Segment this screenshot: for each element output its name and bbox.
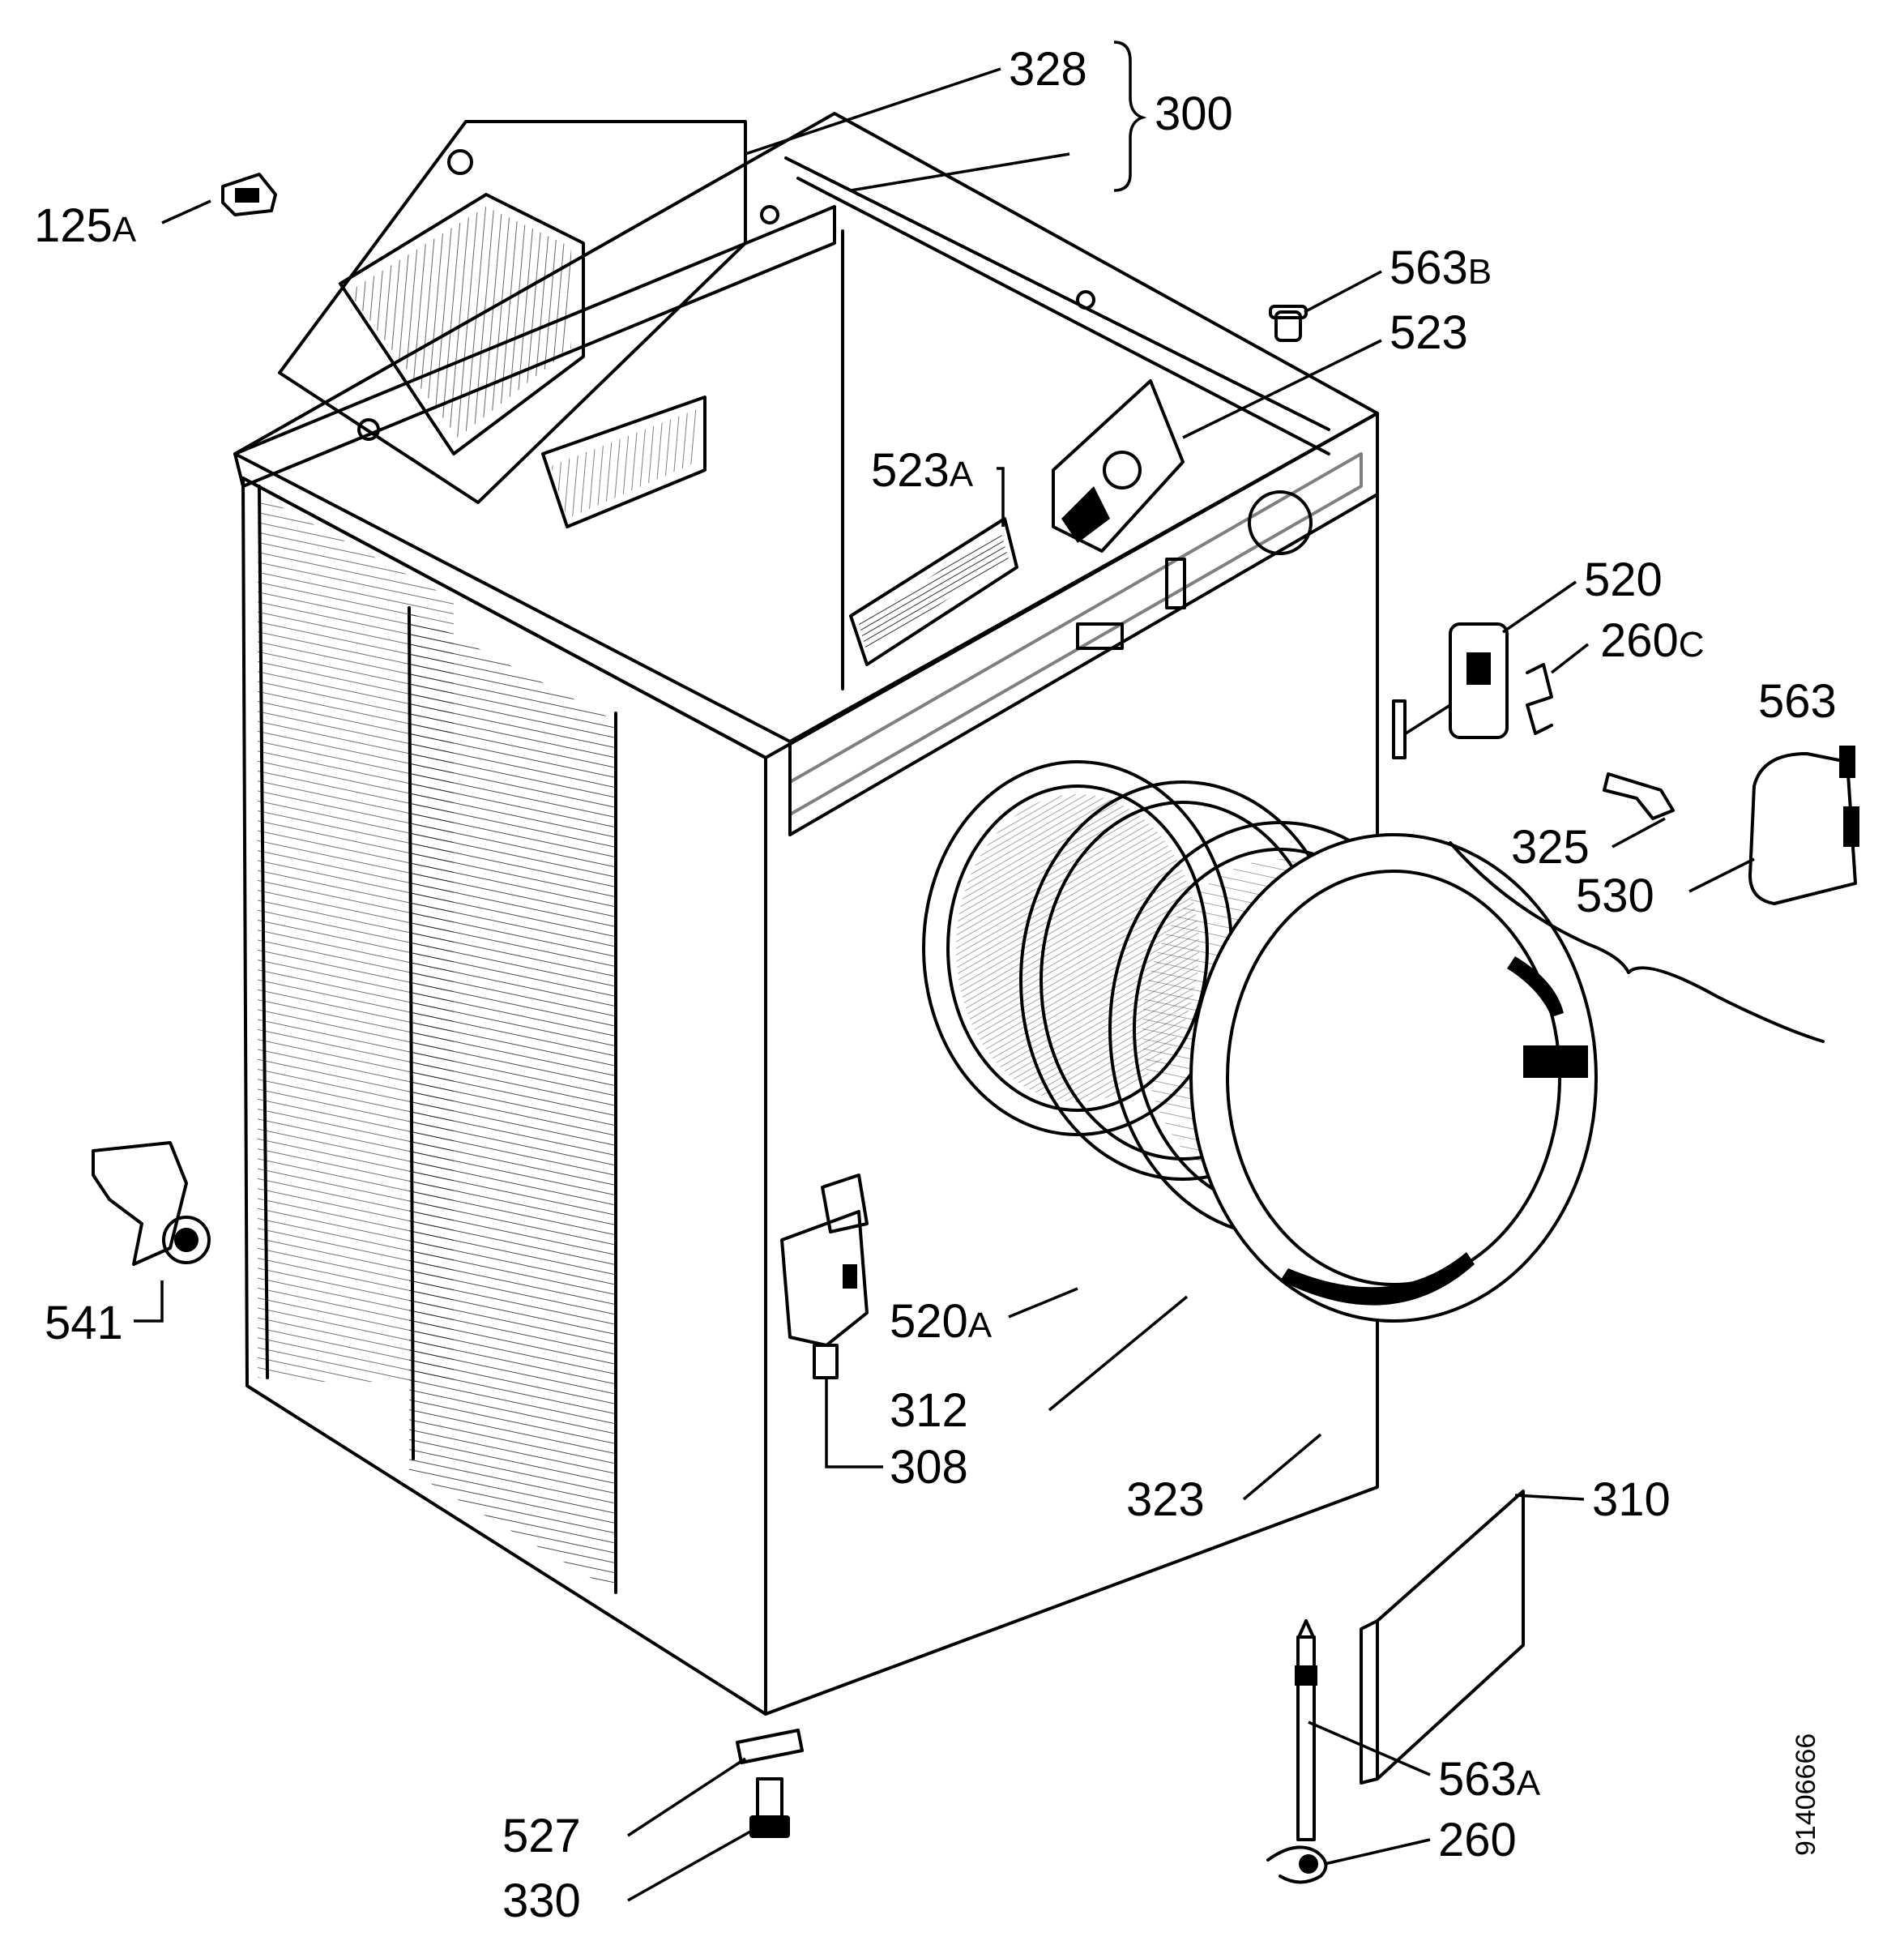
part-563-pin — [1392, 699, 1407, 759]
part-527-foot-nut — [736, 1729, 804, 1764]
part-125a-bracket — [221, 173, 277, 216]
part-541-dispenser-bracket — [92, 1141, 211, 1266]
label-330: 330 — [502, 1874, 581, 1927]
label-527: 527 — [502, 1810, 581, 1862]
part-330-adjustable-foot — [749, 1777, 790, 1838]
label-520: 520 — [1584, 554, 1663, 606]
part-260-spring — [1266, 1845, 1328, 1884]
document-number: 91406666 — [1791, 1733, 1821, 1856]
label-323: 323 — [1126, 1473, 1205, 1526]
label-125a: 125A — [34, 199, 137, 252]
part-260c-spring-clip — [1526, 663, 1553, 735]
label-260c: 260C — [1600, 614, 1705, 667]
label-260: 260 — [1438, 1814, 1517, 1866]
label-523a: 523A — [871, 444, 974, 497]
part-520-door-lock — [1449, 622, 1509, 739]
label-325: 325 — [1511, 821, 1590, 874]
part-563a-hinge-pin — [1295, 1619, 1317, 1841]
label-300: 300 — [1155, 88, 1233, 140]
part-563b-plug — [1269, 305, 1308, 342]
label-308: 308 — [890, 1441, 968, 1494]
part-labels: 328 300 125A 563B 523 523A 520 260C 563 … — [34, 43, 1837, 1927]
label-520a: 520A — [890, 1295, 993, 1348]
part-523a-terminal — [849, 517, 1018, 666]
part-530-hinge-cover — [1748, 746, 1859, 905]
leader-lines — [134, 41, 1755, 1902]
label-563b: 563B — [1390, 242, 1492, 294]
cabinet-body — [233, 112, 1379, 1716]
part-325-hinge-lever — [1603, 772, 1675, 820]
label-328: 328 — [1009, 43, 1087, 96]
label-523: 523 — [1390, 306, 1468, 359]
part-308-door-switch — [780, 1173, 869, 1379]
label-312: 312 — [890, 1384, 968, 1437]
door-outer-frame — [1189, 833, 1598, 1323]
part-523-pcb — [1052, 379, 1185, 553]
label-563a: 563A — [1438, 1753, 1541, 1806]
label-310: 310 — [1592, 1473, 1671, 1526]
label-541: 541 — [45, 1297, 123, 1349]
part-310-filter-flap — [1360, 1490, 1525, 1785]
top-frame-assembly — [233, 120, 1330, 690]
label-563: 563 — [1758, 675, 1837, 728]
hinge-group-bracket — [1449, 841, 1825, 1043]
label-530: 530 — [1576, 870, 1654, 922]
